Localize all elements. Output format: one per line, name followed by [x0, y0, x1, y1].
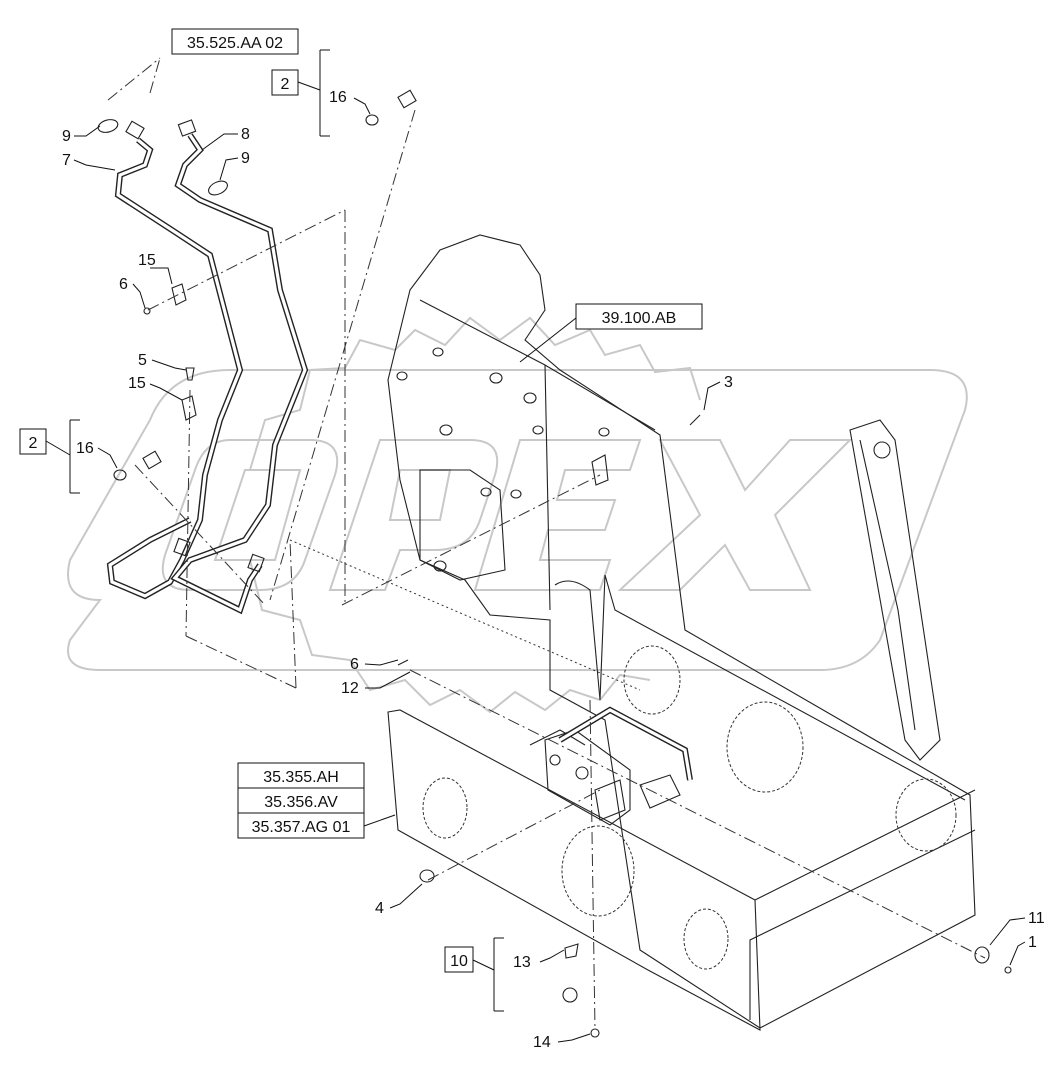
callout-9b: 9 — [241, 150, 250, 167]
ref-box-top: 35.525.AA 02 — [171, 28, 299, 55]
ref-box-top-label: 35.525.AA 02 — [187, 35, 283, 52]
clip-icon — [171, 283, 197, 421]
bolt-icon — [143, 307, 1012, 974]
ref-box-frame: 39.100.AB — [519, 303, 703, 363]
opex-watermark — [67, 316, 968, 714]
ref-box-stack-label-3: 35.357.AG 01 — [252, 819, 351, 836]
callout-7: 7 — [62, 152, 71, 169]
callout-8: 8 — [241, 126, 250, 143]
ref-box-stack-label-2: 35.356.AV — [264, 794, 338, 811]
callout-15: 15 — [138, 252, 156, 269]
group-box-left-label: 2 — [29, 435, 38, 452]
construction-lines — [107, 57, 986, 1031]
callout-3: 3 — [724, 374, 733, 391]
cap-icon — [97, 119, 228, 196]
group-box-bottom: 10 — [444, 937, 504, 1012]
callout-5: 5 — [138, 352, 147, 369]
group-box-bottom-label: 10 — [450, 953, 468, 970]
o-ring-icon — [113, 114, 379, 481]
callout-13: 13 — [513, 954, 531, 971]
adapter-fitting — [142, 89, 990, 1038]
callout-11: 11 — [1028, 910, 1045, 927]
side-strap — [849, 419, 941, 761]
frame-assembly — [387, 234, 976, 1029]
ref-box-frame-label: 39.100.AB — [602, 310, 677, 327]
callout-1: 1 — [1028, 934, 1037, 951]
group-box-left: 2 — [19, 419, 80, 494]
callout-4: 4 — [375, 900, 384, 917]
hydraulic-tube-7 — [106, 137, 244, 600]
callouts: 9 7 8 9 15 6 5 15 16 16 3 6 12 4 13 14 1 — [62, 89, 1045, 1051]
valve-block — [529, 706, 693, 826]
callout-12: 12 — [341, 680, 359, 697]
lower-panel — [387, 709, 976, 1031]
hydraulic-tube-8 — [170, 133, 309, 615]
ref-box-stack: 35.355.AH 35.356.AV 35.357.AG 01 — [237, 762, 396, 839]
ref-box-stack-label-1: 35.355.AH — [263, 769, 339, 786]
callout-16: 16 — [329, 89, 347, 106]
callout-16b: 16 — [76, 440, 94, 457]
callout-6: 6 — [119, 276, 128, 293]
callout-9: 9 — [62, 128, 71, 145]
group-box-top-right-label: 2 — [281, 76, 290, 93]
fitting-icon — [125, 119, 265, 573]
callout-15b: 15 — [128, 375, 146, 392]
group-box-top-right: 2 — [271, 49, 330, 137]
callout-14: 14 — [533, 1034, 551, 1051]
callout-6b: 6 — [350, 656, 359, 673]
